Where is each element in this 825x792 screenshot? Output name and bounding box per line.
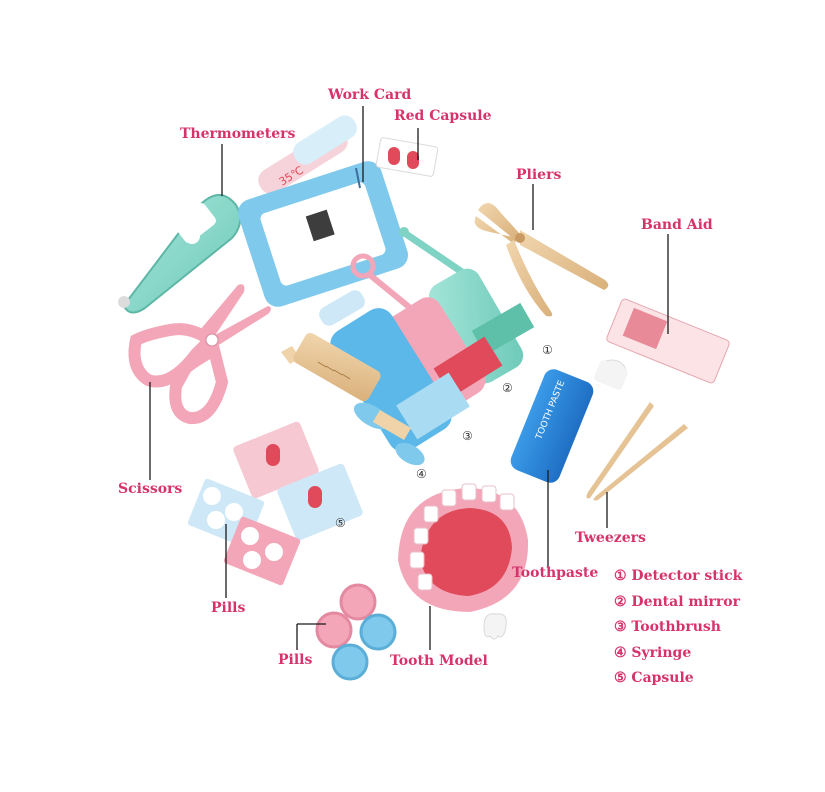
label-tooth-model: Tooth Model [390,653,488,669]
legend-item-detector-stick: ① Detector stick [614,568,743,584]
label-thermometers: Thermometers [180,126,296,142]
syringe [281,332,425,466]
legend-item-toothbrush: ③ Toothbrush [614,619,721,635]
legend-item-syringe: ④ Syringe [614,644,692,661]
legend-item-capsule: ⑤ Capsule [614,670,694,686]
tooth-model [398,483,529,640]
label-band-aid: Band Aid [641,217,713,233]
legend-item-dental-mirror: ② Dental mirror [614,593,740,610]
band-aid [606,298,730,384]
marker-1: ① [542,343,553,357]
scissors [128,284,271,425]
marker-4: ④ [416,467,427,481]
marker-5: ⑤ [335,516,346,530]
label-work-card: Work Card [328,87,412,103]
label-pills-bottom: Pills [278,652,313,668]
tweezers [586,402,688,501]
thermometer [118,194,242,314]
toothpaste: TOOTH PASTE [510,359,628,483]
capsule-cards [233,421,363,541]
label-pliers: Pliers [516,167,562,183]
label-scissors: Scissors [118,481,183,497]
label-toothpaste: Toothpaste [512,565,599,581]
label-tweezers: Tweezers [575,530,646,546]
label-pills-left: Pills [211,600,246,616]
leader-lines [149,106,669,650]
marker-2: ② [502,381,513,395]
marker-3: ③ [462,429,473,443]
pill-sheets [187,478,301,586]
red-capsule-card [375,137,439,177]
label-red-capsule: Red Capsule [394,108,492,124]
round-pills [315,583,397,681]
legend: ① Detector stick ② Dental mirror ③ Tooth… [614,568,742,696]
pliers [474,202,609,317]
number-markers: ① ② ③ ④ ⑤ [335,343,553,530]
toothbrush [319,290,470,452]
